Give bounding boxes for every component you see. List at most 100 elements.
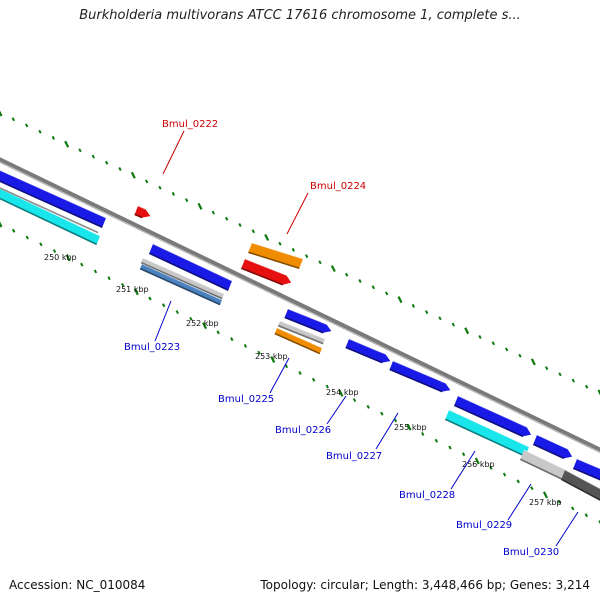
gene-bmul-0228[interactable] (444, 409, 530, 458)
gene-forward-cds-257-body[interactable] (533, 435, 573, 459)
outer-scale-dot (171, 191, 176, 196)
inner-scale-dot (516, 479, 520, 484)
gene-trna-0224-body[interactable] (241, 259, 292, 285)
gene-bmul-0222-body[interactable] (134, 206, 151, 218)
outer-scale-dot (224, 216, 229, 221)
gene-bmul-0223[interactable] (139, 263, 223, 306)
inner-scale-dot (380, 411, 384, 416)
gene-bmul-0229[interactable] (519, 449, 567, 481)
gene-bmul-0225-body[interactable] (274, 328, 322, 354)
gene-bmul-0225[interactable] (274, 327, 323, 355)
outer-scale-dot (64, 140, 70, 148)
left-forward-cds-highlight (0, 169, 107, 219)
tick-label-255: 255 kbp (394, 423, 427, 432)
gene-forward-cds-edge-edge (572, 467, 600, 481)
gene-forward-cds-251[interactable] (148, 243, 233, 292)
gene-label-text[interactable]: Bmul_0230 (503, 547, 559, 558)
leader-line (286, 192, 309, 235)
gene-label-text[interactable]: Bmul_0227 (326, 451, 382, 462)
gene-bmul-0229-edge (519, 458, 563, 481)
outer-scale-dot (11, 117, 16, 122)
gene-features[interactable] (0, 166, 600, 503)
gene-bmul-0230-body[interactable] (561, 470, 600, 503)
gene-bmul-0229-highlight (523, 449, 567, 471)
gene-bmul-0222[interactable] (134, 205, 151, 219)
gene-forward-cds-edge-body[interactable] (573, 459, 600, 482)
backbone-shadow (0, 161, 600, 454)
gene-bmul-0230[interactable] (560, 469, 600, 503)
gene-label-bmul-0228[interactable]: Bmul_0228 (399, 450, 476, 501)
gene-trna-0224-edge (240, 267, 284, 286)
inner-scale-dot (406, 423, 412, 431)
outer-scale-dot (478, 335, 482, 339)
gene-bmul-0226[interactable] (345, 338, 391, 364)
left-forward-cds-body[interactable] (0, 166, 106, 228)
gene-label-text[interactable]: Bmul_0224 (310, 181, 366, 192)
inner-scale-dot (325, 384, 329, 389)
outer-scale-dot (371, 285, 376, 290)
outer-scale-dot (584, 384, 589, 389)
gene-label-bmul-0222[interactable]: Bmul_0222 (162, 119, 218, 175)
gene-label-bmul-0225[interactable]: Bmul_0225 (218, 357, 290, 405)
gene-label-text[interactable]: Bmul_0228 (399, 490, 455, 501)
outer-scale-dot (184, 198, 189, 203)
gene-bmul-0224[interactable] (248, 242, 304, 270)
gene-label-text[interactable]: Bmul_0229 (456, 520, 512, 531)
outer-scale-dot (291, 247, 296, 252)
inner-scale-dot (530, 486, 534, 491)
gene-label-bmul-0227[interactable]: Bmul_0227 (326, 412, 399, 462)
gene-bmul-0223-body[interactable] (140, 264, 222, 305)
gene-light-253-body[interactable] (278, 321, 325, 344)
gene-bmul-0228-body[interactable] (445, 410, 529, 457)
left-gap-strip-body[interactable] (0, 178, 100, 233)
inner-scale-dot (189, 316, 193, 321)
gene-forward-cds-256[interactable] (453, 395, 532, 438)
left-gap-strip[interactable] (0, 178, 101, 234)
left-reverse-cds-body[interactable] (0, 184, 100, 245)
chromosome-backbone (0, 157, 600, 454)
gene-forward-cds-257[interactable] (532, 434, 573, 460)
gene-label-text[interactable]: Bmul_0222 (162, 119, 218, 130)
gene-label-text[interactable]: Bmul_0225 (218, 394, 274, 405)
gene-forward-cds-253[interactable] (284, 308, 332, 334)
tick-label-256: 256 kbp (462, 460, 495, 469)
gene-bmul-0227[interactable] (389, 360, 451, 393)
outer-scale-dot (530, 358, 536, 366)
inner-scale-dot (584, 513, 589, 518)
gene-forward-cds-251-body[interactable] (149, 244, 232, 291)
gene-light-253-edge (277, 324, 324, 345)
gene-label-bmul-0229[interactable]: Bmul_0229 (456, 483, 532, 531)
outer-scale-dot (544, 366, 549, 371)
gene-label-bmul-0223[interactable]: Bmul_0223 (124, 300, 180, 353)
inner-scale-dot (311, 377, 316, 382)
gene-bmul-0223-light-body[interactable] (141, 258, 224, 299)
gene-bmul-0223-light[interactable] (140, 257, 225, 300)
gene-forward-cds-253-body[interactable] (284, 309, 332, 333)
gene-trna-0224[interactable] (240, 258, 292, 286)
gene-label-text[interactable]: Bmul_0223 (124, 342, 180, 353)
inner-scale-dot (39, 242, 43, 247)
gene-forward-cds-edge[interactable] (572, 458, 600, 482)
outer-scale-dot (211, 210, 216, 215)
gene-bmul-0229-body[interactable] (520, 450, 566, 480)
outer-scale-dot (344, 272, 349, 277)
gene-bmul-0225-highlight (276, 327, 323, 349)
inner-scale-dot (52, 249, 57, 254)
gene-bmul-0224-body[interactable] (248, 243, 303, 269)
gene-label-bmul-0226[interactable]: Bmul_0226 (275, 395, 347, 436)
gene-bmul-0227-body[interactable] (389, 361, 451, 392)
left-forward-cds[interactable] (0, 166, 107, 229)
outer-scale-dot (330, 265, 336, 273)
gene-forward-cds-256-body[interactable] (454, 396, 532, 437)
outer-scale-dot (558, 372, 562, 377)
gene-forward-cds-253-edge (284, 316, 324, 334)
gene-bmul-0226-edge (345, 346, 383, 364)
gene-bmul-0226-body[interactable] (345, 339, 391, 363)
gene-label-bmul-0230[interactable]: Bmul_0230 (503, 511, 579, 558)
gene-light-253[interactable] (277, 320, 326, 345)
gene-label-text[interactable]: Bmul_0226 (275, 425, 331, 436)
gene-label-bmul-0224[interactable]: Bmul_0224 (286, 181, 366, 235)
